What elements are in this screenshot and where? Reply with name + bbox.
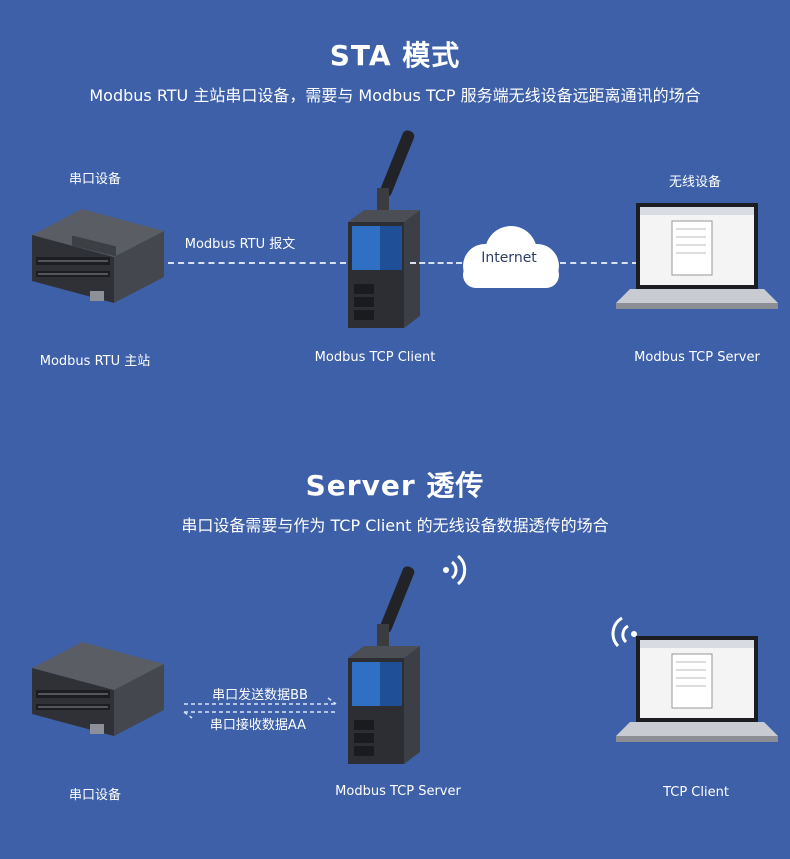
sta-left-caption: Modbus RTU 主站 <box>39 354 151 369</box>
sta-link-line-left <box>168 262 346 264</box>
cloud-icon <box>463 226 559 288</box>
server-right-caption: TCP Client <box>663 785 729 800</box>
sta-link-line-mid <box>410 262 462 264</box>
sta-right-caption: Modbus TCP Server <box>634 350 760 365</box>
laptop-icon <box>616 636 778 742</box>
server-left-caption: 串口设备 <box>68 788 121 803</box>
server-middle-caption: Modbus TCP Server <box>335 784 461 799</box>
wifi-signal-icon <box>443 554 467 586</box>
sta-subtitle: Modbus RTU 主站串口设备，需要与 Modbus TCP 服务端无线设备… <box>89 86 701 105</box>
sta-wireless-device-label: 无线设备 <box>668 175 721 190</box>
laptop-icon <box>616 203 778 309</box>
send-data-label: 串口发送数据BB <box>212 688 308 703</box>
plc-device-icon <box>32 209 164 303</box>
receive-data-label: 串口接收数据AA <box>209 718 307 733</box>
sta-serial-device-label: 串口设备 <box>68 172 121 187</box>
server-title: Server 透传 <box>305 469 485 502</box>
sta-link-label: Modbus RTU 报文 <box>184 237 296 252</box>
wifi-signal-icon <box>611 616 637 648</box>
server-subtitle: 串口设备需要与作为 TCP Client 的无线设备数据透传的场合 <box>181 516 609 535</box>
data-exchange-arrows <box>183 697 337 719</box>
plc-device-icon <box>32 642 164 736</box>
gateway-device-icon <box>348 566 420 764</box>
sta-title: STA 模式 <box>329 39 461 72</box>
cloud-label: Internet <box>481 250 537 266</box>
sta-link-line-right <box>560 262 638 264</box>
sta-middle-caption: Modbus TCP Client <box>314 350 436 365</box>
gateway-device-icon <box>348 130 420 328</box>
